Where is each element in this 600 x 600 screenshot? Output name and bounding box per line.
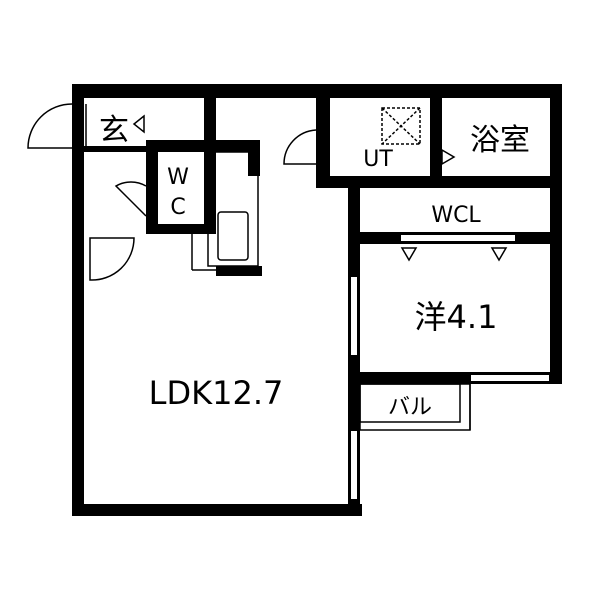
room-label-ldk: LDK12.7 — [149, 374, 284, 412]
room-label-wc-c: C — [170, 195, 185, 220]
room-label-utility: UT — [363, 147, 393, 172]
door-swings — [27, 103, 508, 281]
room-label-wc-w: W — [167, 165, 189, 190]
fixtures — [191, 107, 471, 431]
room-labels: 玄 W C UT 浴室 WCL 洋4.1 LDK12.7 バル — [99, 113, 530, 420]
room-label-balcony: バル — [388, 395, 432, 420]
room-label-walk-in-closet: WCL — [431, 203, 481, 228]
room-label-bathroom: 浴室 — [470, 123, 530, 158]
room-label-entrance: 玄 — [99, 113, 129, 148]
room-label-western-room: 洋4.1 — [415, 298, 498, 336]
window-openings — [349, 233, 551, 501]
